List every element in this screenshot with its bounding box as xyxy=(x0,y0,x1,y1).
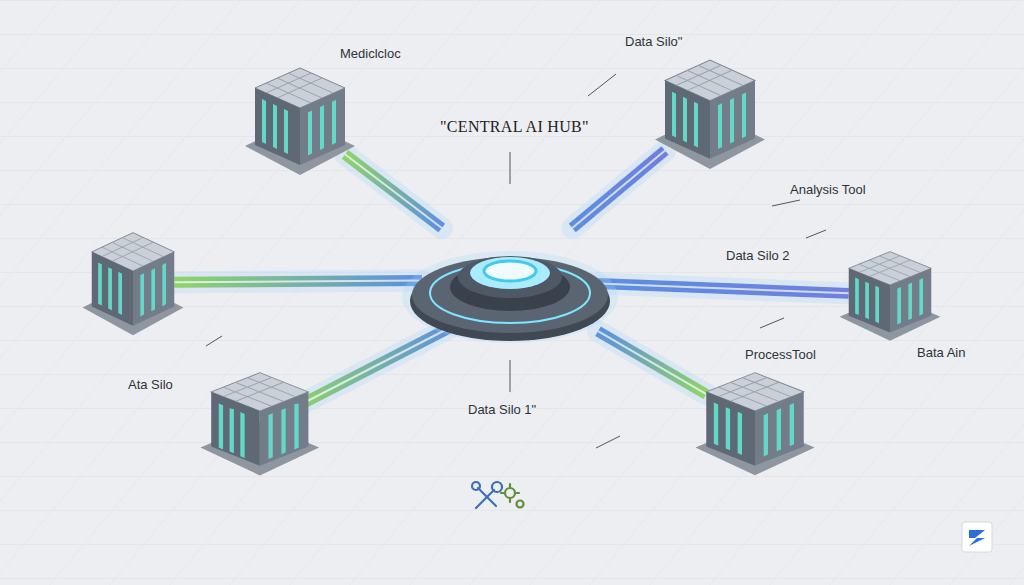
data-band xyxy=(598,283,849,293)
server-icon xyxy=(835,245,945,345)
node-label: Data Silo" xyxy=(625,34,682,50)
node-label: Ata Silo xyxy=(128,377,173,393)
server-icon xyxy=(650,52,770,174)
free-label: Data Silo 2 xyxy=(726,246,790,264)
free-label: Data Silo 1" xyxy=(468,400,536,418)
annotation-text: Analysis Tool xyxy=(790,182,866,197)
data-band xyxy=(598,331,706,394)
server-icon xyxy=(240,60,360,180)
server-icon xyxy=(690,365,820,480)
server-node: Data Silo" xyxy=(650,52,770,174)
hub-node: "CENTRAL AI HUB" xyxy=(400,215,620,345)
data-band xyxy=(345,154,442,228)
server-node: Mediclcloc xyxy=(240,60,360,180)
node-label: Bata Ain xyxy=(917,345,965,361)
hub-device xyxy=(400,215,620,345)
server-node: Bata Ain xyxy=(835,245,945,345)
node-label: Mediclcloc xyxy=(340,46,401,62)
annotation-text: Data Silo 2 xyxy=(726,248,790,263)
annotation-text: Data Silo 1" xyxy=(468,402,536,417)
hub-title: "CENTRAL AI HUB" xyxy=(440,119,589,135)
server-icon xyxy=(78,225,188,340)
server-node: Ata Silo xyxy=(78,225,188,340)
data-band xyxy=(572,151,665,228)
free-label: Analysis Tool xyxy=(790,180,866,198)
server-node: ProcessTool xyxy=(690,365,820,480)
data-band xyxy=(174,281,422,283)
node-label: ProcessTool xyxy=(745,347,816,363)
